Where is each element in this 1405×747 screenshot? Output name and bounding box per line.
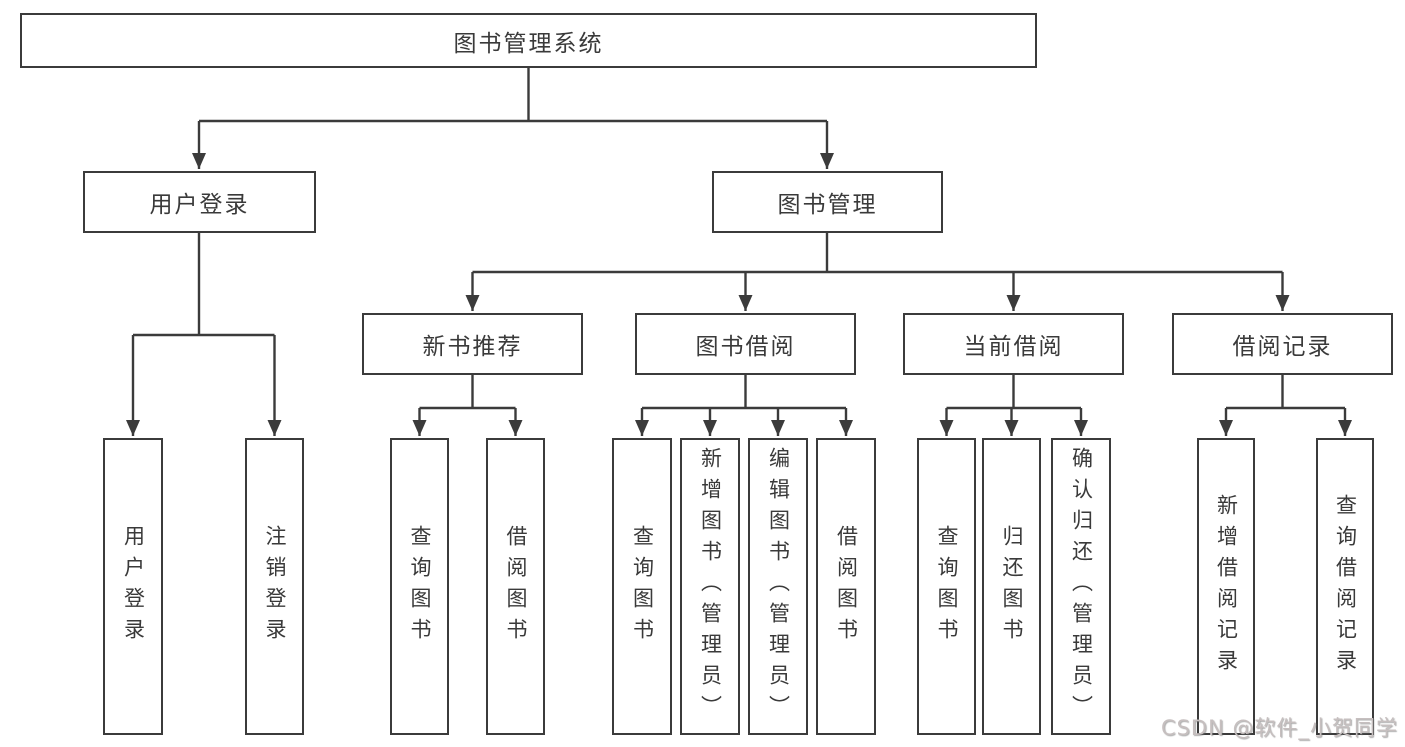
leaf-query-books-recommendation: 查询图书 [390, 438, 449, 735]
leaf-return-books: 归还图书 [982, 438, 1041, 735]
node-label: 借阅图书 [504, 524, 528, 649]
node-label: 注销登录 [263, 524, 287, 649]
node-label: 用户登录 [149, 192, 250, 218]
node-borrowing-records: 借阅记录 [1172, 313, 1393, 375]
node-label: 查询图书 [935, 524, 959, 649]
node-label: 图书管理系统 [453, 30, 604, 57]
node-label: 借阅记录 [1232, 334, 1333, 360]
node-current-borrowing: 当前借阅 [903, 313, 1124, 375]
node-label: 编辑图书（管理员） [766, 447, 791, 726]
node-label: 图书借阅 [695, 334, 796, 360]
watermark: CSDN @软件_小贺同学 [1160, 716, 1398, 740]
node-label: 查询图书 [408, 524, 432, 649]
leaf-add-borrow-record: 新增借阅记录 [1197, 438, 1255, 735]
leaf-query-books-current: 查询图书 [917, 438, 976, 735]
node-library-management-system: 图书管理系统 [20, 13, 1037, 68]
node-label: 借阅图书 [834, 524, 859, 649]
node-label: 图书管理 [777, 192, 878, 218]
node-user-login: 用户登录 [83, 171, 316, 233]
leaf-confirm-return-admin: 确认归还（管理员） [1051, 438, 1111, 735]
node-new-book-recommendation: 新书推荐 [362, 313, 583, 375]
leaf-query-books-borrowing: 查询图书 [612, 438, 672, 735]
node-label: 查询图书 [630, 524, 655, 649]
leaf-edit-books-admin: 编辑图书（管理员） [748, 438, 808, 735]
node-label: 新增借阅记录 [1214, 493, 1239, 680]
leaf-query-borrow-record: 查询借阅记录 [1316, 438, 1374, 735]
leaf-logout: 注销登录 [245, 438, 304, 735]
leaf-borrow-books-recommendation: 借阅图书 [486, 438, 545, 735]
node-book-management: 图书管理 [712, 171, 943, 233]
leaf-user-login: 用户登录 [103, 438, 163, 735]
node-label: 归还图书 [1000, 524, 1024, 649]
node-label: 查询借阅记录 [1333, 493, 1358, 680]
node-label: 新增图书（管理员） [698, 447, 723, 726]
leaf-borrow-books: 借阅图书 [816, 438, 876, 735]
node-label: 当前借阅 [963, 334, 1064, 360]
leaf-add-books-admin: 新增图书（管理员） [680, 438, 740, 735]
node-label: 确认归还（管理员） [1069, 447, 1094, 726]
node-label: 新书推荐 [422, 334, 523, 360]
node-label: 用户登录 [121, 524, 146, 649]
node-book-borrowing: 图书借阅 [635, 313, 856, 375]
